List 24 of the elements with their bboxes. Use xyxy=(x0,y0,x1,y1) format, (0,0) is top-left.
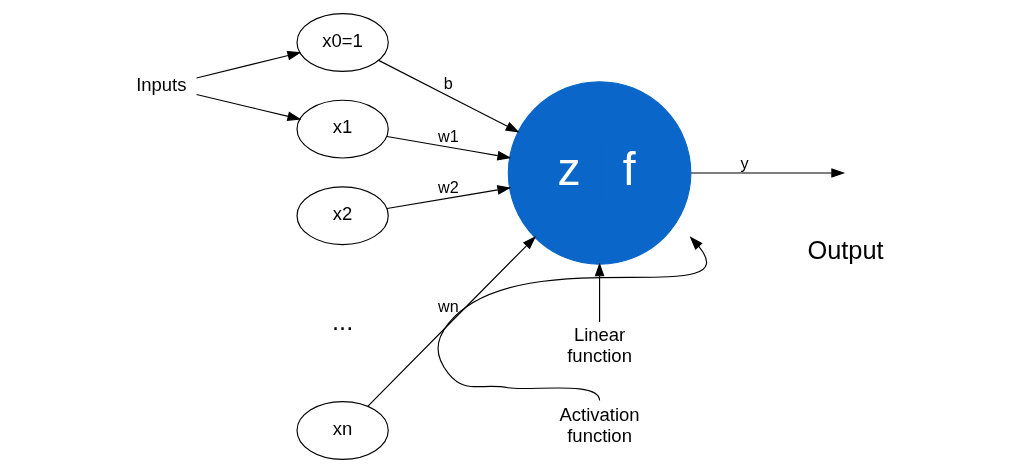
arrow xyxy=(594,262,605,323)
node-text: Linear function xyxy=(567,323,632,366)
arrow xyxy=(690,167,846,178)
edge-label: y xyxy=(740,153,749,172)
node-ellipse: x2 xyxy=(296,185,389,245)
arrow xyxy=(386,135,512,160)
node-text: Activation function xyxy=(559,403,640,446)
label: Output xyxy=(807,235,884,264)
arrow xyxy=(196,50,302,79)
edge-label: w2 xyxy=(437,177,459,196)
node-circle: z f xyxy=(507,80,692,265)
arrow xyxy=(437,235,707,401)
edge-label: w1 xyxy=(437,126,459,145)
node-ellipse: xn xyxy=(296,400,389,460)
node-ellipse: x1 xyxy=(296,99,389,159)
edge-label: wn xyxy=(437,296,459,315)
arrow xyxy=(386,184,512,209)
arrow xyxy=(196,93,302,121)
node-text: Inputs xyxy=(136,73,187,95)
edge-label: b xyxy=(443,73,453,92)
arrow xyxy=(378,59,520,133)
node-ellipse: x0=1 xyxy=(296,12,389,72)
label: ... xyxy=(332,306,354,335)
arrow xyxy=(367,235,537,407)
